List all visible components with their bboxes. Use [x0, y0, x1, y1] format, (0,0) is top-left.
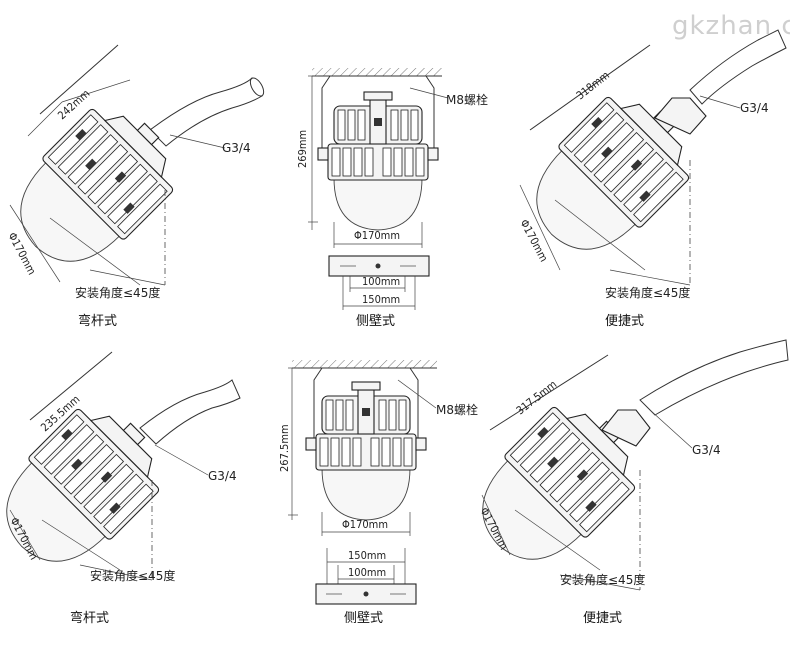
thread-label: G3/4 [222, 141, 251, 155]
angle-label: 安装角度≤45度 [90, 568, 175, 583]
hole-spacing-dim: 100mm [348, 566, 386, 579]
bolt-label: M8螺栓 [446, 92, 488, 107]
thread-label: G3/4 [208, 469, 237, 483]
diagram-bottom-left: 235.5mm G3/4 Φ170mm 安装角度≤45度 弯杆式 [0, 351, 241, 626]
caption: 便捷式 [583, 611, 622, 626]
hole-spacing-dim: 100mm [362, 275, 400, 288]
height-dim: 267.5mm [278, 424, 291, 472]
diameter-dim: Φ170mm [354, 229, 400, 242]
diagram-top-center: 269mm M8螺栓 Φ170mm 100mm 150mm 侧壁式 [296, 68, 488, 329]
angle-label: 安装角度≤45度 [75, 285, 160, 300]
thread-label: G3/4 [692, 443, 721, 457]
diagram-top-left: 242mm G3/4 Φ170mm 安装角度≤45度 弯杆式 [0, 44, 265, 329]
caption: 便捷式 [605, 314, 644, 329]
caption: 侧壁式 [356, 314, 395, 329]
diagram-bottom-center: 267.5mm M8螺栓 Φ170mm 150mm 100mm 侧壁式 [278, 360, 478, 626]
caption: 侧壁式 [344, 611, 383, 626]
ceiling-hatch [292, 360, 437, 368]
angle-label: 安装角度≤45度 [560, 572, 645, 587]
diagram-top-right: 318mm G3/4 Φ170mm 安装角度≤45度 便捷式 [510, 29, 787, 329]
ceiling-hatch [312, 68, 442, 76]
caption: 弯杆式 [70, 610, 109, 626]
diameter-dim: Φ170mm [342, 518, 388, 531]
thread-label: G3/4 [740, 101, 769, 115]
length-dim: 318mm [574, 69, 612, 103]
angle-label: 安装角度≤45度 [605, 285, 690, 300]
height-dim: 269mm [296, 130, 309, 168]
diagram-bottom-right: 317.5mm G3/4 Φ170mm 安装角度≤45度 便捷式 [456, 339, 789, 626]
caption: 弯杆式 [78, 313, 117, 329]
bolt-label: M8螺栓 [436, 402, 478, 417]
bracket-width-dim: 150mm [348, 549, 386, 562]
bracket-width-dim: 150mm [362, 293, 400, 306]
